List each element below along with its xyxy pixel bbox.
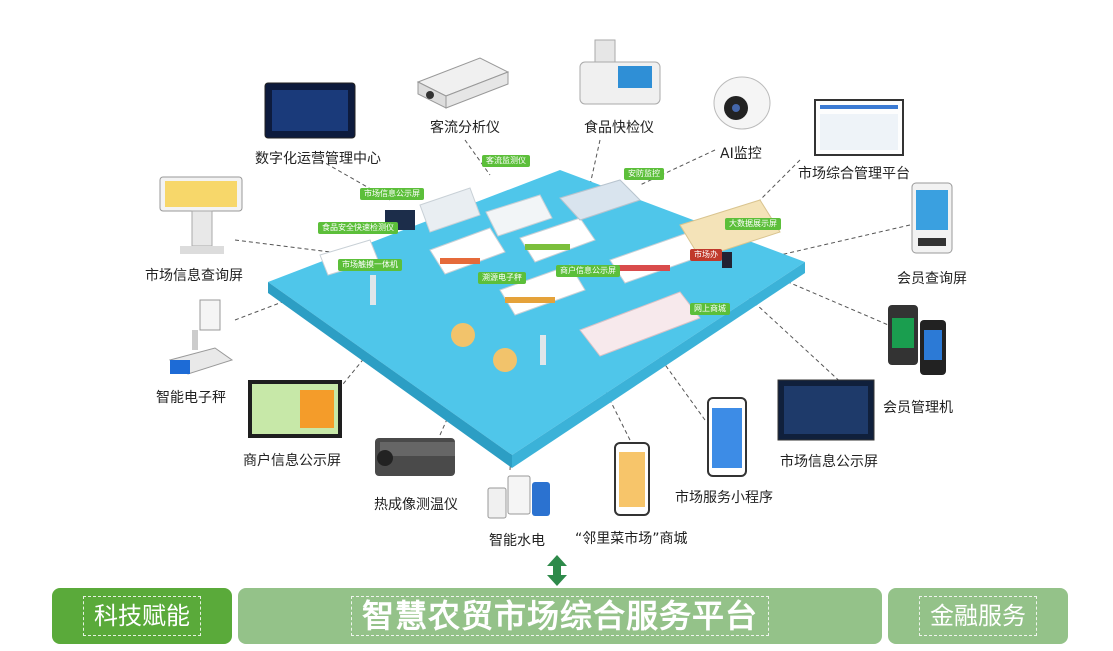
kiosk-icon: [159, 176, 243, 254]
label-footfall-analyzer: 客流分析仪: [430, 120, 500, 136]
label-market-screen: 市场信息公示屏: [780, 454, 878, 470]
phone-miniprogram-icon: [707, 397, 747, 477]
scale-icon: [168, 299, 234, 375]
member-terminal-icon: [911, 182, 953, 254]
tag-trace-scale: 溯源电子秤: [478, 272, 526, 284]
dome-camera-icon: [713, 76, 771, 130]
label-thermal: 热成像测温仪: [374, 497, 458, 513]
tag-online-mall: 网上商城: [690, 303, 730, 315]
label-member-query: 会员查询屏: [897, 271, 967, 287]
thermal-camera-icon: [375, 438, 455, 476]
tag-touch-terminal: 市场触摸一体机: [338, 259, 402, 271]
label-merchant-screen: 商户信息公示屏: [243, 453, 341, 469]
footfall-camera-icon: [416, 57, 510, 109]
meter-icon: [487, 475, 550, 519]
financial-services-bar: 金融服务: [888, 588, 1068, 644]
tag-market-info: 市场信息公示屏: [360, 188, 424, 200]
platform-title-label: 智慧农贸市场综合服务平台: [350, 596, 769, 636]
label-ai-monitor: AI监控: [720, 146, 762, 162]
label-member-pos: 会员管理机: [883, 400, 953, 416]
food-tester-icon: [579, 39, 661, 105]
tag-merchant-info: 商户信息公示屏: [556, 265, 620, 277]
tag-bigdata: 大数据展示屏: [725, 218, 781, 230]
info-screen-icon: [777, 379, 875, 441]
double-arrow-icon: [547, 555, 567, 586]
tech-empowerment-bar: 科技赋能: [52, 588, 232, 644]
financial-services-label: 金融服务: [919, 596, 1037, 636]
tag-food-check: 食品安全快速检测仪: [318, 222, 398, 234]
monitor-icon: [814, 99, 904, 156]
device-icons: [159, 39, 953, 586]
tag-security: 安防监控: [624, 168, 664, 180]
merchant-screen-icon: [248, 380, 342, 438]
label-mall: “邻里菜市场”商城: [575, 531, 688, 547]
label-mini-program: 市场服务小程序: [675, 490, 773, 506]
label-info-kiosk: 市场信息查询屏: [145, 268, 243, 284]
tech-empowerment-label: 科技赋能: [83, 596, 201, 636]
label-mgmt-platform: 市场综合管理平台: [798, 166, 910, 182]
phone-mall-icon: [614, 442, 650, 516]
tag-market-office: 市场办: [690, 249, 722, 261]
label-smart-scale: 智能电子秤: [156, 390, 226, 406]
label-food-tester: 食品快检仪: [584, 120, 654, 136]
tag-footfall-monitor: 客流监测仪: [482, 155, 530, 167]
label-digital-ops: 数字化运营管理中心: [255, 151, 381, 167]
pos-icon: [888, 305, 946, 375]
label-utilities: 智能水电: [489, 533, 545, 549]
platform-title-bar: 智慧农贸市场综合服务平台: [238, 588, 882, 644]
